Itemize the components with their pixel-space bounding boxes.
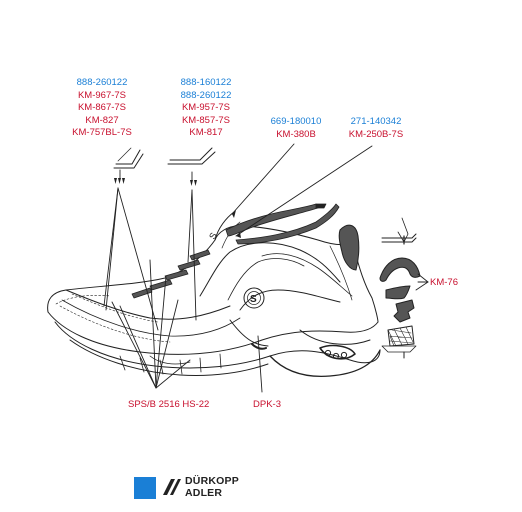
model-number: KM-250B-7S bbox=[348, 128, 404, 140]
brand-logo-text: DÜRKOPP ADLER bbox=[185, 475, 239, 499]
brand-logo-icon bbox=[163, 479, 181, 495]
brand-line-2: ADLER bbox=[185, 486, 223, 499]
label-group-1: 888-260122 KM-967-7S KM-867-7S KM-827 KM… bbox=[62, 77, 142, 140]
part-number: 888-260122 bbox=[76, 77, 128, 88]
callout-km76: KM-76 bbox=[430, 277, 458, 288]
leaders-sps bbox=[111, 259, 191, 389]
part-number: 888-160122 bbox=[180, 77, 232, 88]
brand-logo-square bbox=[134, 477, 156, 499]
km76-parts bbox=[379, 217, 429, 359]
model-number: KM-967-7S bbox=[77, 89, 127, 101]
part-number: 669-180010 bbox=[270, 116, 322, 127]
label-group-2: 888-160122 888-260122 KM-957-7S KM-857-7… bbox=[166, 77, 246, 140]
svg-text:S: S bbox=[207, 231, 219, 241]
callout-sps: SPS/B 2516 HS-22 bbox=[128, 399, 210, 410]
fabric-glyph-2 bbox=[167, 147, 216, 165]
model-number: KM-827 bbox=[85, 114, 119, 126]
model-number: KM-867-7S bbox=[77, 102, 127, 113]
label-group-4: 271-140342 KM-250B-7S bbox=[336, 116, 416, 141]
model-number: KM-757BL-7S bbox=[72, 127, 132, 138]
svg-text:S: S bbox=[250, 294, 257, 305]
part-number: 888-260122 bbox=[180, 89, 232, 101]
label-group-3: 669-180010 KM-380B bbox=[256, 116, 336, 141]
shoe-sole bbox=[47, 311, 381, 378]
model-number: KM-957-7S bbox=[181, 102, 231, 113]
shoe-upper: S S bbox=[47, 211, 379, 343]
shoe-laces bbox=[131, 203, 340, 299]
model-number: KM-817 bbox=[189, 127, 223, 138]
leaders-g2 bbox=[187, 171, 197, 321]
brand-line-1: DÜRKOPP bbox=[185, 475, 239, 487]
callout-dpk: DPK-3 bbox=[253, 399, 281, 410]
leaders-g1 bbox=[103, 169, 159, 331]
model-number: KM-380B bbox=[276, 128, 316, 140]
model-number: KM-857-7S bbox=[181, 114, 231, 126]
part-number: 271-140342 bbox=[350, 116, 402, 127]
fabric-glyph-1 bbox=[113, 147, 144, 169]
